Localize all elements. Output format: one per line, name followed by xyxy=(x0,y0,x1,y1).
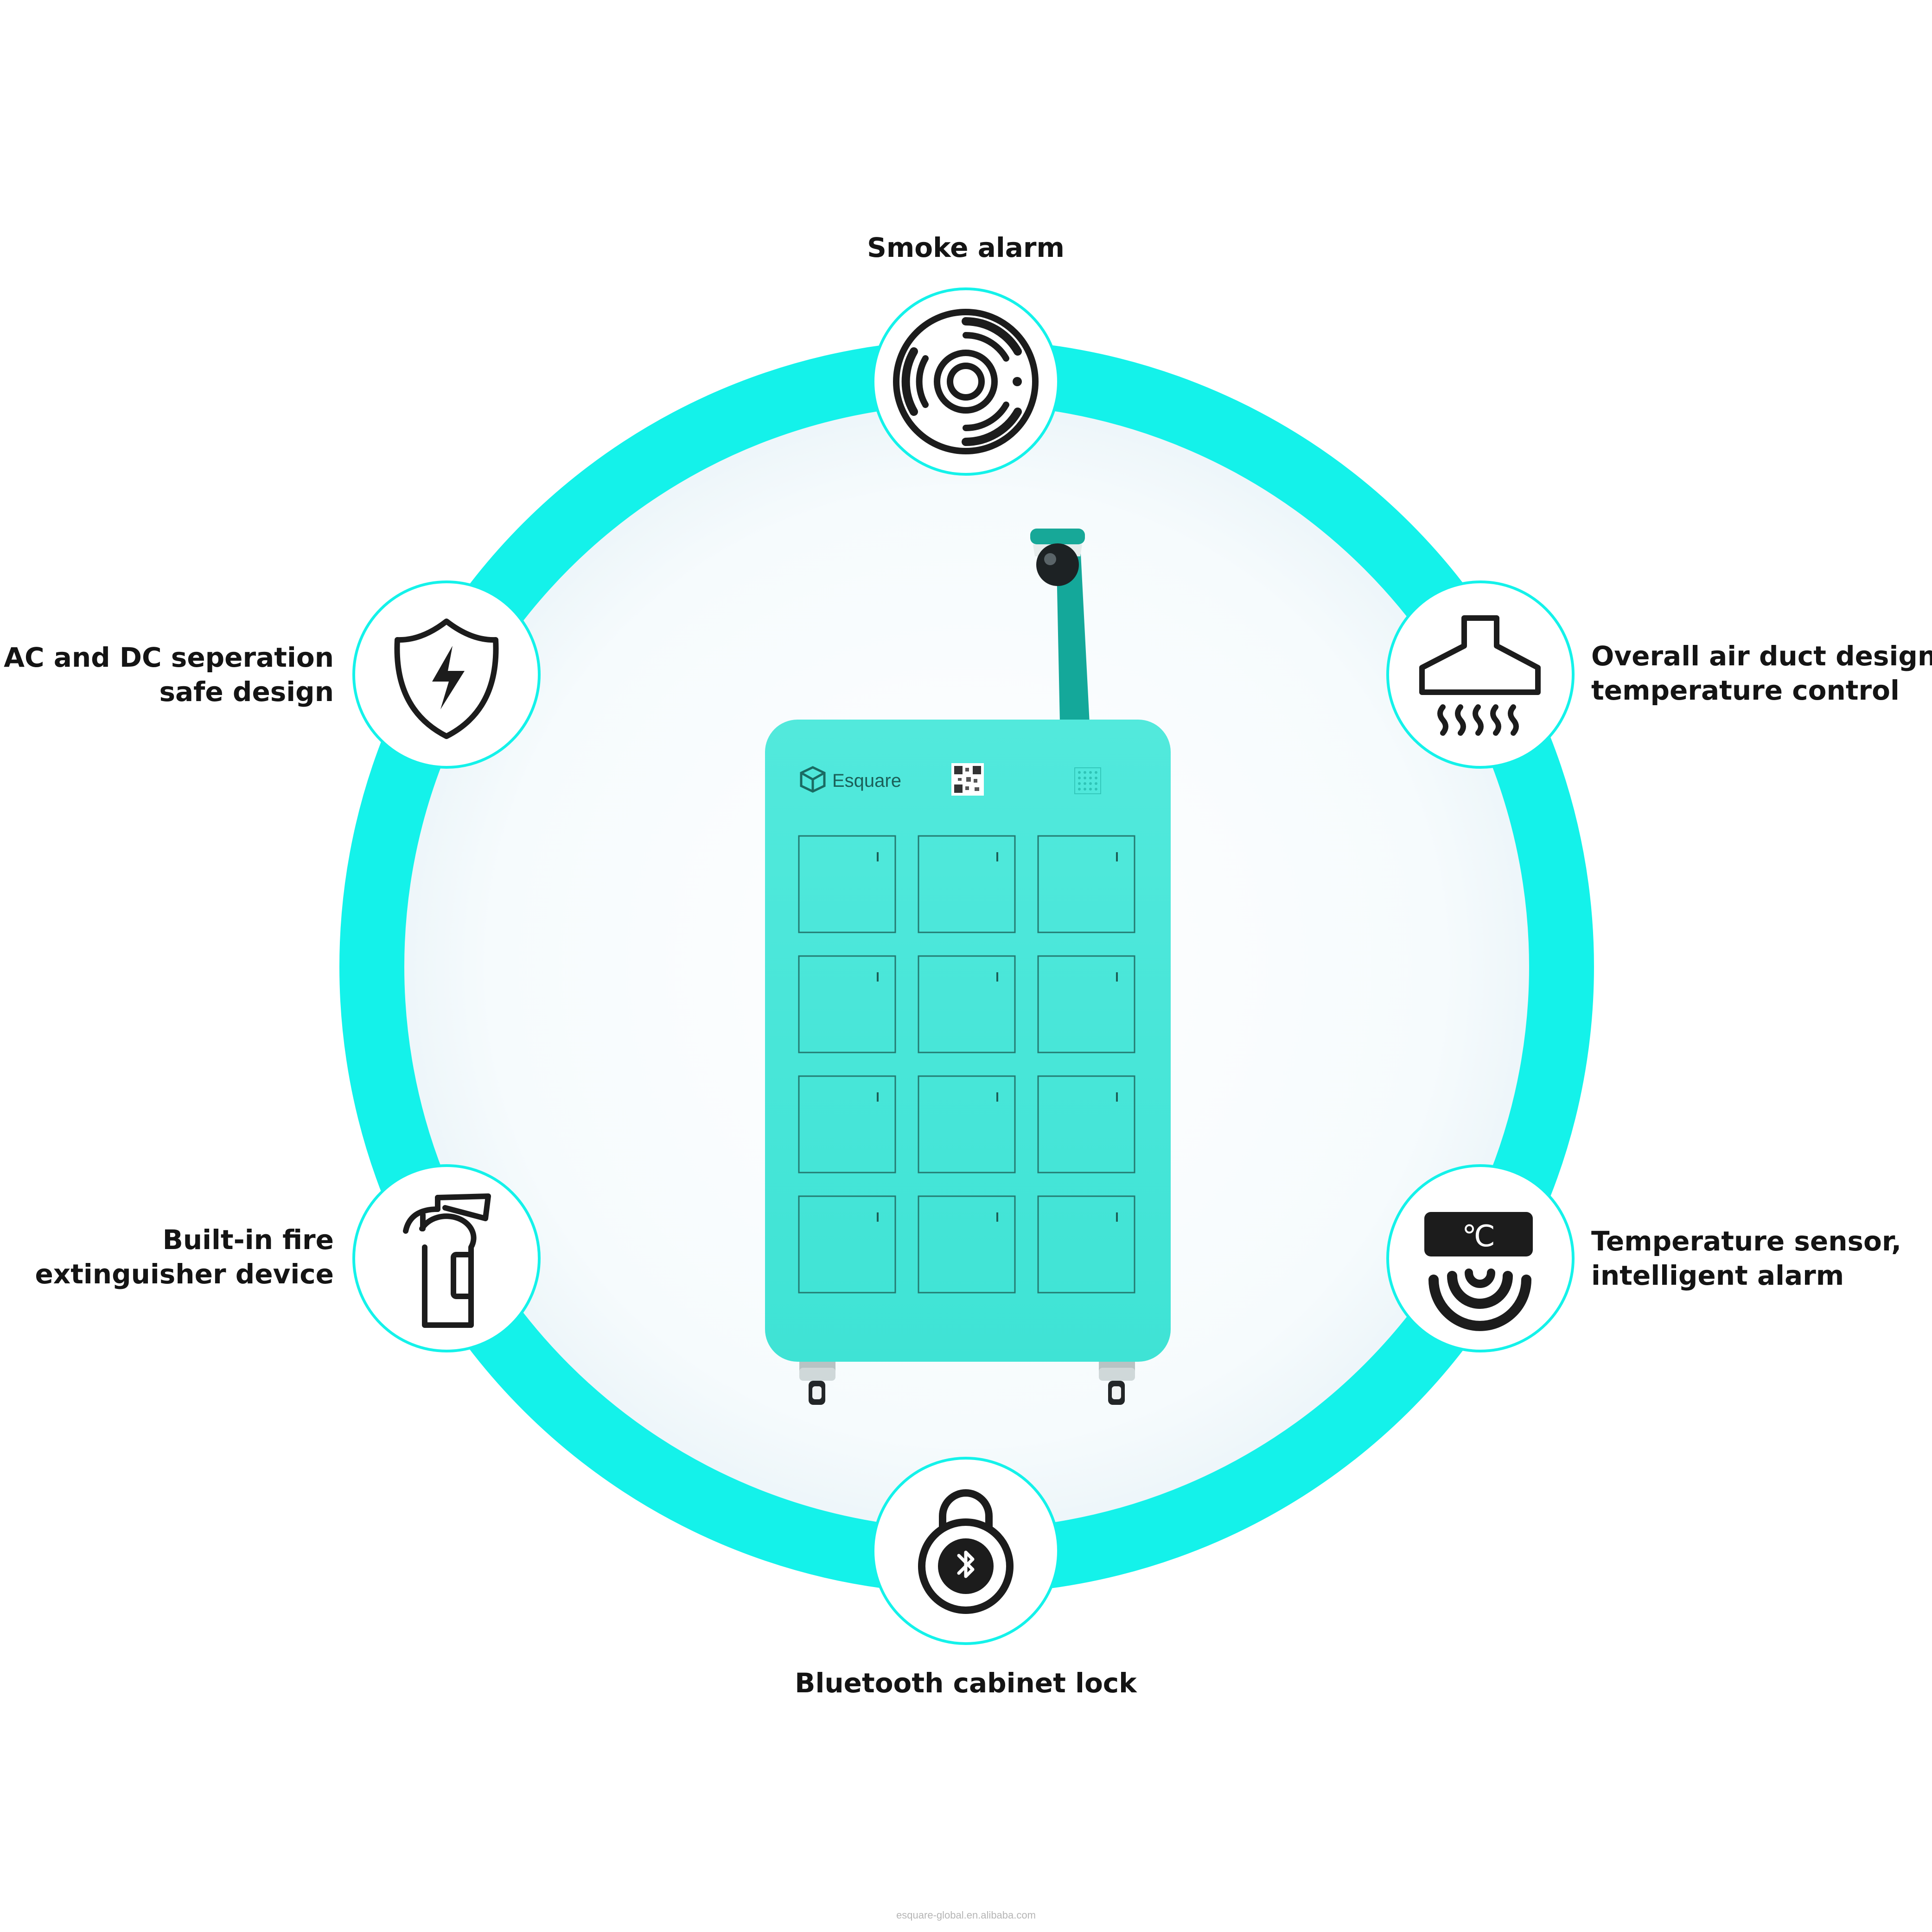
node-ac-dc xyxy=(352,580,541,769)
locker-door xyxy=(798,1075,896,1173)
node-bluetooth-lock xyxy=(872,1457,1060,1645)
speaker-grille xyxy=(1074,767,1101,794)
bluetooth-lock-icon xyxy=(918,1489,1014,1614)
wheel-right xyxy=(1099,1362,1135,1405)
cabinet-brand: Esquare xyxy=(832,771,901,791)
charging-cabinet: Esquare xyxy=(765,529,1171,1405)
locker-door xyxy=(1037,1195,1135,1294)
wheel-left xyxy=(799,1362,835,1405)
locker-door xyxy=(918,955,1016,1053)
temperature-line1: Temperature sensor, xyxy=(1591,1225,1902,1257)
fire-extinguisher-icon xyxy=(403,1193,491,1328)
thermometer-signal-icon: ℃ xyxy=(1424,1212,1533,1331)
cabinet-body xyxy=(765,720,1171,1362)
node-temperature: ℃ xyxy=(1386,1164,1575,1352)
air-duct-line2: temperature control xyxy=(1591,675,1900,706)
smoke-detector-icon xyxy=(893,309,1039,454)
camera-mount xyxy=(1030,529,1085,544)
label-temperature: Temperature sensor, intelligent alarm xyxy=(1591,1224,1901,1293)
label-air-duct: Overall air duct design, temperature con… xyxy=(1591,639,1932,708)
node-smoke-alarm xyxy=(872,287,1060,476)
locker-doors xyxy=(798,835,1135,1294)
footer-watermark: esquare-global.en.alibaba.com xyxy=(896,1909,1036,1921)
fire-extinguisher-line2: extinguisher device xyxy=(35,1258,334,1290)
temperature-display: ℃ xyxy=(1462,1219,1495,1254)
locker-door xyxy=(798,835,896,933)
ac-dc-line1: AC and DC seperation xyxy=(4,642,334,673)
node-fire-extinguisher xyxy=(352,1164,541,1352)
label-fire-extinguisher: Built-in fire extinguisher device xyxy=(0,1223,334,1291)
air-duct-line1: Overall air duct design, xyxy=(1591,640,1932,672)
smoke-alarm-text: Smoke alarm xyxy=(867,232,1065,263)
locker-door xyxy=(1037,955,1135,1053)
camera-dome xyxy=(1036,543,1079,586)
shield-lightning-icon xyxy=(394,618,499,739)
locker-door xyxy=(798,1195,896,1294)
fire-extinguisher-line1: Built-in fire xyxy=(162,1224,334,1256)
temperature-line2: intelligent alarm xyxy=(1591,1260,1844,1291)
range-hood-icon xyxy=(1419,615,1541,736)
label-bluetooth-lock: Bluetooth cabinet lock xyxy=(780,1666,1151,1700)
locker-door xyxy=(918,1195,1016,1294)
node-air-duct xyxy=(1386,580,1575,769)
label-smoke-alarm: Smoke alarm xyxy=(827,230,1105,265)
locker-door xyxy=(918,835,1016,933)
ac-dc-line2: safe design xyxy=(159,676,334,708)
locker-door xyxy=(1037,835,1135,933)
camera-lens xyxy=(1044,553,1056,565)
label-ac-dc: AC and DC seperation safe design xyxy=(0,640,334,709)
camera-pole xyxy=(1056,545,1090,723)
qr-code xyxy=(951,763,984,796)
bluetooth-lock-text: Bluetooth cabinet lock xyxy=(795,1667,1137,1699)
locker-door xyxy=(798,955,896,1053)
locker-door xyxy=(918,1075,1016,1173)
locker-door xyxy=(1037,1075,1135,1173)
esquare-logo-icon xyxy=(800,766,826,793)
